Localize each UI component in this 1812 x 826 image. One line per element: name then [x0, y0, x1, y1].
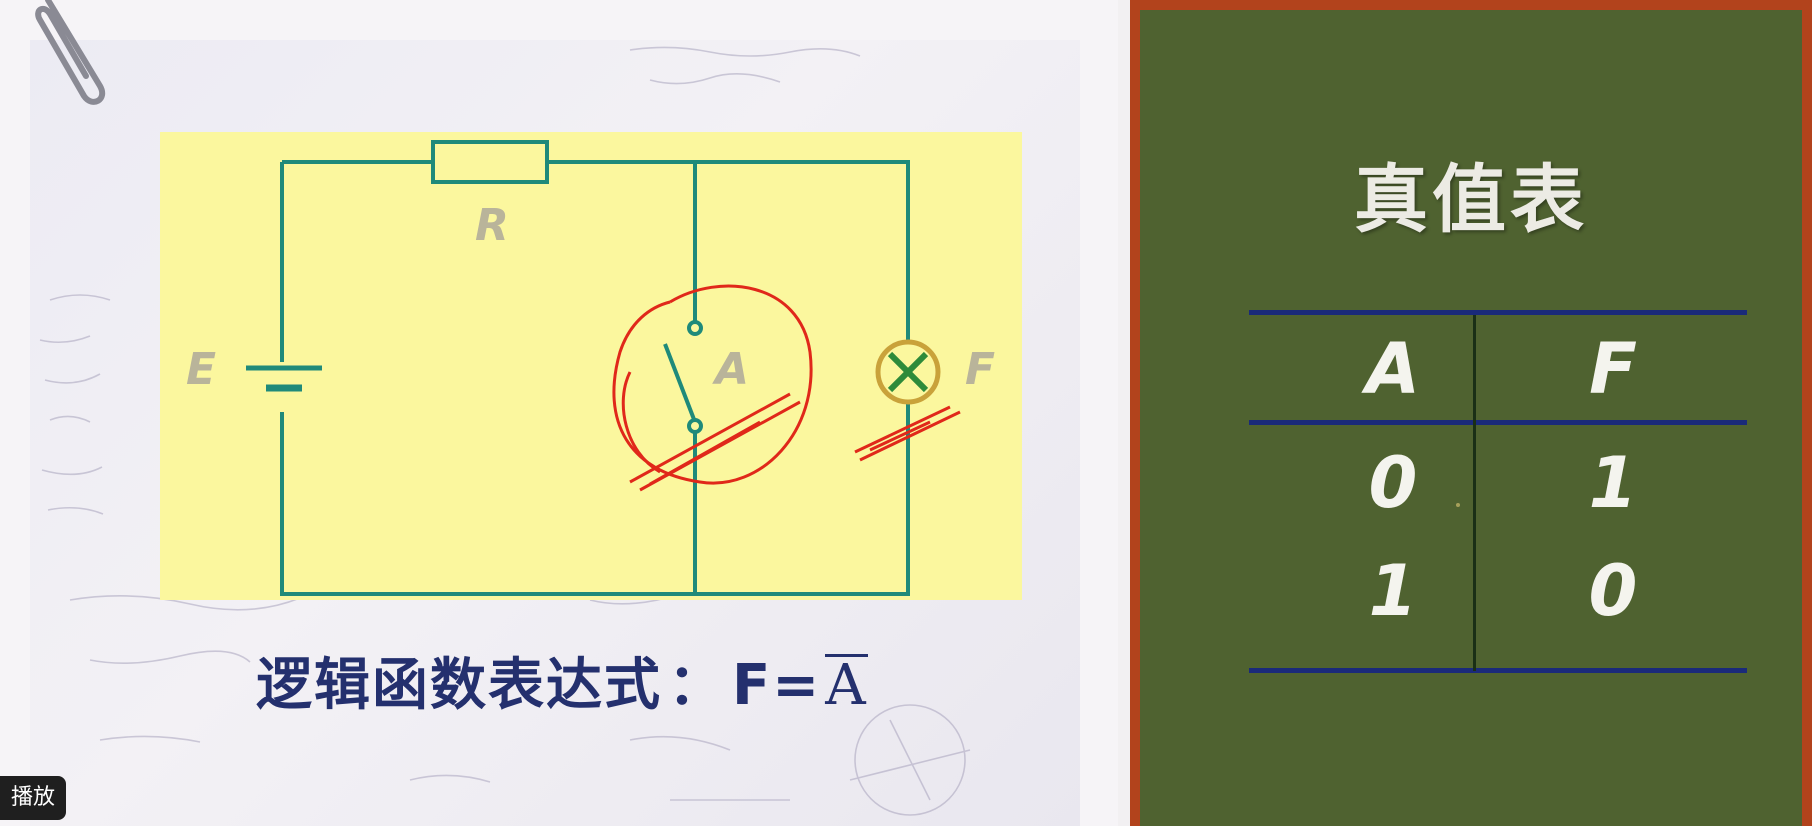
expression-rhs-not-a: A — [825, 653, 868, 718]
truth-table-title: 真值表 — [1354, 157, 1588, 243]
red-annotations — [612, 284, 961, 492]
switch-label: A — [715, 344, 750, 395]
paperclip-icon — [35, 0, 105, 105]
row1-a: 0 — [1368, 442, 1418, 524]
table-column-divider — [1473, 315, 1476, 671]
header-a: A — [1365, 328, 1421, 410]
play-button[interactable]: 播放 — [0, 776, 66, 820]
header-f: F — [1589, 328, 1637, 410]
expression-prefix: 逻辑函数表达式 — [256, 653, 662, 718]
switch-contact-top — [687, 320, 703, 336]
row1-f: 1 — [1588, 442, 1638, 524]
chalkboard: 真值表 A F 0 1 1 0 — [1140, 10, 1802, 826]
table-top-rule — [1249, 310, 1747, 315]
lamp-label: F — [965, 344, 996, 395]
row2-f: 0 — [1588, 550, 1638, 632]
circuit-diagram — [246, 140, 961, 596]
slide-paper: R E A F 逻辑函数表达式：F=A 播放 — [0, 0, 1080, 826]
switch-lever — [663, 343, 697, 423]
resistor-symbol — [431, 140, 549, 184]
resistor-label: R — [475, 200, 509, 251]
expression-lhs: F= — [732, 653, 822, 718]
table-bottom-rule — [1249, 668, 1747, 673]
circuit-wires — [280, 140, 910, 596]
battery-label: E — [186, 344, 217, 395]
row2-a: 1 — [1368, 550, 1418, 632]
lamp-symbol — [875, 339, 941, 405]
switch-contact-bottom — [687, 418, 703, 434]
chalkboard-frame: 真值表 A F 0 1 1 0 — [1130, 0, 1812, 826]
sketch-background: R E A F — [30, 40, 1080, 826]
circuit-panel: R E A F — [160, 132, 1022, 600]
chalk-dot — [1456, 503, 1460, 507]
expression-colon: ： — [668, 653, 726, 718]
table-header-rule — [1249, 420, 1747, 425]
logic-expression: 逻辑函数表达式：F=A — [256, 640, 868, 718]
